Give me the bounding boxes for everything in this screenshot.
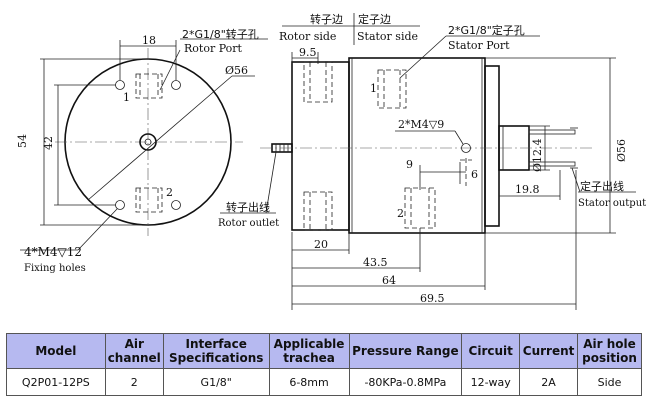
cell-applicable-trachea: 6-8mm	[268, 368, 350, 396]
cell-current: 2A	[519, 368, 579, 396]
header-air-channel: Air channel	[104, 333, 164, 369]
cell-air-channel: 2	[104, 368, 164, 396]
rotor-body	[291, 61, 350, 231]
side-dim-64: 64	[382, 274, 396, 287]
header-pressure-range: Pressure Range	[348, 333, 463, 369]
fixing-holes-spec: 4*M4▽12	[24, 245, 82, 259]
stator-port-cn: 2*G1/8"定子孔	[448, 23, 525, 37]
side-dim-6: 6	[471, 168, 478, 181]
front-dim-54: 54	[16, 134, 29, 148]
front-port-1: 1	[123, 91, 130, 104]
side-dim-9: 9	[406, 158, 413, 171]
stator-output-cn: 定子出线	[580, 179, 624, 193]
header-model: Model	[6, 333, 106, 369]
cell-air-hole-position: Side	[577, 368, 642, 396]
header-circuit: Circuit	[461, 333, 521, 369]
front-port-2: 2	[166, 186, 173, 199]
rotor-side-cn: 转子边	[310, 12, 343, 26]
header-applicable-trachea: Applicable trachea	[268, 333, 350, 369]
stator-side-cn: 定子边	[358, 12, 391, 26]
cell-circuit: 12-way	[461, 368, 521, 396]
rotor-outlet-cn: 转子出线	[226, 200, 270, 214]
side-dim-20: 20	[314, 238, 328, 251]
table-header-row: Model Air channel Interface Specificatio…	[6, 333, 642, 369]
front-center-bore	[139, 133, 157, 151]
stator-output-en: Stator output	[578, 198, 646, 209]
rotor-side-en: Rotor side	[279, 30, 336, 43]
cell-model: Q2P01-12PS	[6, 368, 106, 396]
stator-side-en: Stator side	[357, 30, 418, 43]
cell-pressure-range: -80KPa-0.8MPa	[348, 368, 463, 396]
side-dim-9-5: 9.5	[299, 46, 317, 59]
side-dim-dia12-4: Ø12.4	[531, 138, 544, 172]
rotor-port-en: Rotor Port	[184, 42, 243, 55]
callouts: 2*G1/8"转子孔 Rotor Port 转子边 定子边 Rotor side…	[159, 12, 646, 229]
side-dim-69-5: 69.5	[420, 292, 445, 305]
rotor-port-cn: 2*G1/8"转子孔	[182, 27, 259, 41]
header-air-hole-position: Air hole position	[577, 333, 642, 369]
technical-drawing: 1 2 18 54 42 Ø56 4*M4▽12 Fixing holes	[16, 12, 646, 310]
front-dim-18: 18	[142, 34, 156, 47]
side-dim-19-8: 19.8	[515, 183, 540, 196]
stator-port-en: Stator Port	[448, 39, 510, 52]
front-dim-42: 42	[42, 136, 55, 150]
header-current: Current	[519, 333, 579, 369]
table-row: Q2P01-12PS 2 G1/8" 6-8mm -80KPa-0.8MPa 1…	[6, 368, 642, 396]
front-view: 1 2 18 54 42 Ø56 4*M4▽12 Fixing holes	[16, 34, 255, 274]
side-dim-dia56: Ø56	[615, 139, 628, 162]
rotor-outlet-en: Rotor outlet	[218, 218, 279, 229]
front-dim-dia56: Ø56	[225, 64, 248, 77]
cell-interface-specifications: G1/8"	[162, 368, 270, 396]
side-port-1: 1	[370, 82, 377, 95]
side-dim-2m4: 2*M4▽9	[398, 118, 444, 131]
fixing-holes-label: Fixing holes	[24, 263, 86, 274]
side-port-2: 2	[397, 207, 404, 220]
header-interface-specifications: Interface Specifications	[162, 333, 270, 369]
spec-table: Model Air channel Interface Specificatio…	[6, 333, 642, 396]
side-view: 1 2 9.5 2*M4▽9 9 6 Ø12.4 Ø56 19.8	[260, 46, 628, 310]
side-dim-43-5: 43.5	[363, 256, 388, 269]
